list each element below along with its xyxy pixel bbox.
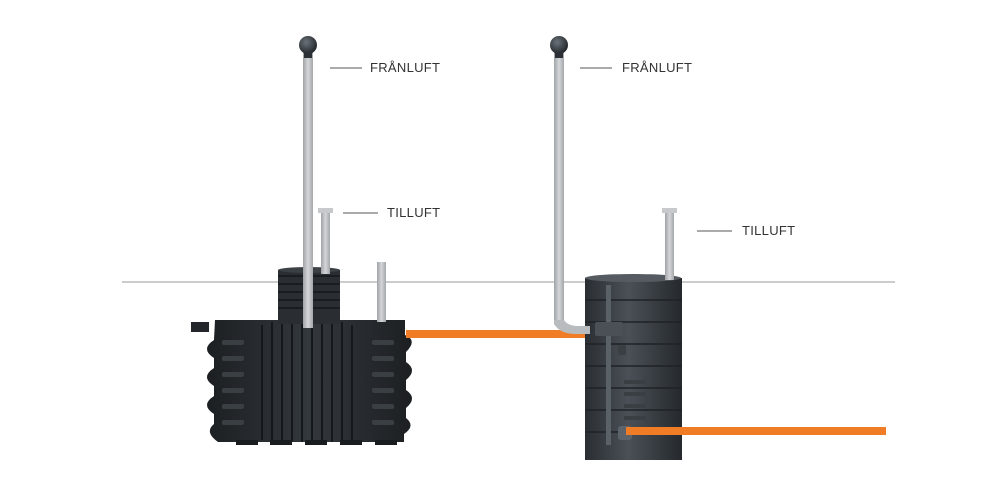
tank-side-ribs-left: [222, 340, 244, 425]
connecting-pipe: [406, 330, 586, 338]
label-left-exhaust: FRÅNLUFT: [370, 60, 440, 75]
right-exhaust-vent: [550, 36, 590, 334]
tank-side-ribs-right: [372, 340, 394, 425]
tank-inlet-stub: [191, 322, 209, 332]
tank-ribs: [261, 322, 353, 442]
well-internal-pipe: [606, 285, 611, 445]
septic-tank: [191, 267, 412, 445]
vent-cap-icon: [299, 36, 317, 54]
left-intake-vent: [318, 208, 333, 274]
tank-stub-pipe: [377, 262, 386, 322]
tank-body: [207, 320, 412, 442]
label-left-intake: TILLUFT: [387, 205, 440, 220]
outlet-pipe: [626, 427, 886, 435]
right-intake-vent: [662, 208, 677, 280]
vent-cap-icon: [550, 36, 568, 54]
label-right-intake: TILLUFT: [742, 223, 795, 238]
tank-feet: [236, 440, 397, 445]
label-right-exhaust: FRÅNLUFT: [622, 60, 692, 75]
left-exhaust-vent: [299, 36, 317, 328]
